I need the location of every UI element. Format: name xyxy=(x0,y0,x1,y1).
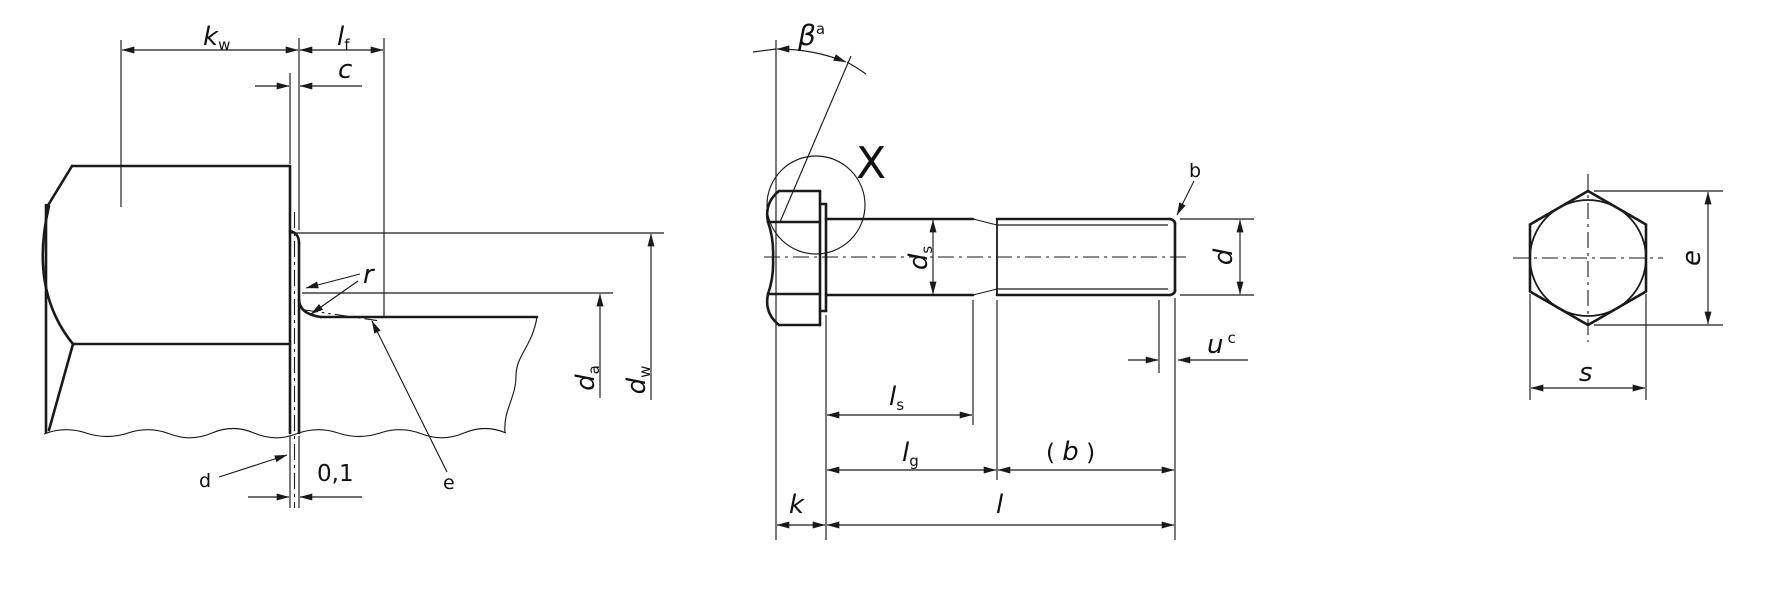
detail-circle: X xyxy=(766,138,886,255)
head-detail-view: kw lf c r da dw xyxy=(41,22,664,508)
footnote-b-label: b xyxy=(1189,160,1201,182)
dim-beta: βa xyxy=(752,19,867,540)
dim-beta-label: βa xyxy=(797,19,825,52)
dim-dw-label: dw xyxy=(622,366,654,395)
footnote-e-label: e xyxy=(443,472,455,494)
dim-ls: ls xyxy=(826,300,974,425)
dim-lg: lg xyxy=(826,300,998,480)
dim-da: da xyxy=(302,292,613,398)
dim-e-label: e xyxy=(1677,250,1707,266)
dim-r-label: r xyxy=(363,260,376,290)
dim-b-paren: ( b ) xyxy=(997,437,1175,474)
footnote-d: d xyxy=(199,454,288,492)
inscribed-circle xyxy=(1529,199,1647,317)
footnote-d-label: d xyxy=(199,470,211,492)
footnote-e: e xyxy=(371,320,455,494)
dim-s: s xyxy=(1529,294,1647,400)
dim-d-label: d xyxy=(1209,248,1239,265)
dim-runout-label: 0,1 xyxy=(317,461,354,487)
dim-r: r xyxy=(305,260,376,315)
dim-runout: 0,1 xyxy=(248,461,362,501)
dim-k-label: k xyxy=(789,490,805,520)
dim-e: e xyxy=(1594,190,1723,326)
dim-kw-label: kw xyxy=(203,22,230,54)
head-outline xyxy=(41,164,539,435)
dim-lf-label: lf xyxy=(337,22,350,54)
dim-b-paren-label: ( b ) xyxy=(1046,437,1095,467)
dim-c: c xyxy=(255,55,362,164)
dim-c-label: c xyxy=(338,55,352,85)
dim-ds-label: ds xyxy=(904,246,936,271)
break-lines xyxy=(43,316,538,439)
dim-l-label: l xyxy=(996,490,1004,520)
footnote-b: b xyxy=(1176,160,1201,216)
dim-k: k xyxy=(776,315,827,540)
bolt-shank xyxy=(824,217,1177,297)
dim-ls-label: ls xyxy=(889,382,904,414)
dim-d: d xyxy=(1180,218,1254,296)
dim-ds: ds xyxy=(904,219,937,295)
dim-kw: kw xyxy=(120,22,300,230)
dim-lg-label: lg xyxy=(902,438,919,470)
dim-s-label: s xyxy=(1579,358,1593,388)
bolt-side-view: X βa ds d b xyxy=(752,19,1254,540)
head-end-view: e s xyxy=(1513,174,1723,400)
dim-l: l xyxy=(826,298,1176,540)
detail-x-label: X xyxy=(856,138,886,189)
dim-da-label: da xyxy=(571,365,603,391)
dim-dw: dw xyxy=(290,232,664,400)
dim-lf: lf xyxy=(299,22,385,316)
bolt-head xyxy=(765,189,828,327)
